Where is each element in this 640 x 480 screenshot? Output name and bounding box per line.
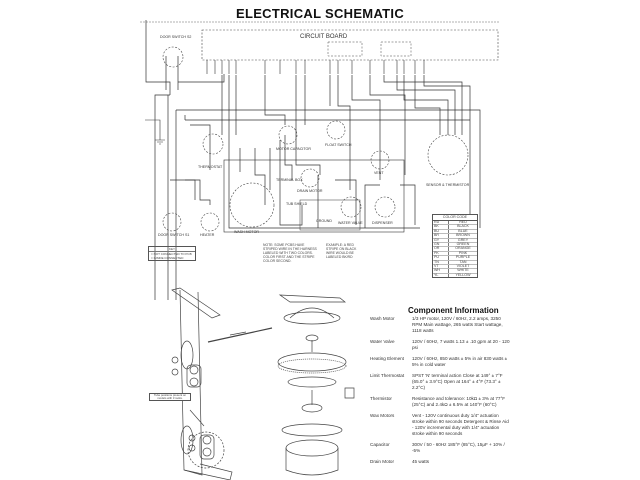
component-name: Water Valve bbox=[370, 339, 395, 344]
component-name: Drain Motor bbox=[370, 459, 394, 464]
board-connectors bbox=[206, 60, 425, 74]
tub-shield-label: TUB SHIELD bbox=[286, 202, 308, 206]
water-valve-symbol bbox=[340, 196, 362, 218]
component-name: Limit Thermostat bbox=[370, 373, 405, 378]
component-row: Capacitor 300V / 50 - 60Hz 185°F (85°C), … bbox=[370, 442, 510, 454]
component-spec: 45 watts bbox=[412, 459, 430, 464]
component-row: Limit Thermostat SPST 'N' terminal action… bbox=[370, 373, 510, 391]
key-item: = NOT CONNECTED TO PCB bbox=[151, 252, 192, 256]
component-name: Capacitor bbox=[370, 442, 390, 447]
thermostat-symbol bbox=[202, 133, 224, 155]
component-spec: 1/3 HP motor, 120V / 60Hz, 2.2 amps, 325… bbox=[412, 316, 503, 333]
float-switch-label: FLOAT SWITCH bbox=[325, 143, 352, 147]
component-name: Wash Motor bbox=[370, 316, 395, 321]
door-switch-s2-label: DOOR SWITCH S2 bbox=[160, 35, 191, 39]
component-spec: Vent - 120V continuous duty 1/4" actuati… bbox=[412, 413, 509, 436]
component-row: Heating Element 120V / 60Hz, 850 watts ± … bbox=[370, 356, 510, 368]
component-spec: 120V / 60Hz, 7 watts 1.13 ± .10 gpm at 2… bbox=[412, 339, 510, 350]
drain-motor-symbol bbox=[300, 168, 320, 188]
terminal-box-label: TERMINAL BOX bbox=[276, 178, 303, 182]
component-name: Heating Element bbox=[370, 356, 404, 361]
water-valve-label: WATER VALVE bbox=[338, 221, 363, 225]
motor-capacitor-label: MOTOR CAPACITOR bbox=[276, 147, 311, 151]
stripe-example-note: EXAMPLE: A RED STRIPE ON BLACK WIRE WOUL… bbox=[326, 243, 357, 259]
component-row: Drain Motor 45 watts bbox=[370, 459, 510, 465]
wash-motor-symbol bbox=[229, 182, 275, 228]
vertical-tube bbox=[179, 289, 203, 476]
page-title: ELECTRICAL SCHEMATIC bbox=[235, 6, 405, 21]
door-switch-s1-symbol bbox=[162, 212, 182, 232]
component-name: Wax Motors bbox=[370, 413, 395, 418]
dispenser-label: DISPENSER bbox=[372, 221, 393, 225]
float-switch-symbol bbox=[326, 120, 346, 140]
component-spec: 120V / 60Hz, 850 watts ± 5% in air 830 w… bbox=[412, 356, 508, 367]
heater-symbol bbox=[200, 212, 220, 232]
sensor-thermistor-symbol bbox=[427, 134, 469, 176]
heater-label: HEATER bbox=[200, 233, 215, 237]
component-spec: 300V / 50 - 60Hz 185°F (85°C), 15μF + 10… bbox=[412, 442, 505, 453]
door-switch-s1-label: DOOR SWITCH S1 bbox=[158, 233, 189, 237]
door-switch-s2-symbol bbox=[162, 46, 184, 68]
thermostat-label: THERMOSTAT bbox=[198, 165, 223, 169]
exploded-parts-view bbox=[171, 287, 355, 480]
wiring bbox=[145, 20, 481, 300]
component-row: Thermistor Resistance and tolerance: 10kΩ… bbox=[370, 396, 510, 408]
component-row: Water Valve 120V / 60Hz, 7 watts 1.13 ± .… bbox=[370, 339, 510, 351]
key-title: KEY bbox=[149, 247, 195, 252]
upper-tube bbox=[171, 287, 221, 319]
motor-capacitor-symbol bbox=[278, 125, 298, 145]
spray-arm-rod bbox=[207, 327, 273, 343]
component-spec: SPST 'N' terminal action Close at 149° ±… bbox=[412, 373, 503, 390]
component-row: Wash Motor 1/3 HP motor, 120V / 60Hz, 2.2… bbox=[370, 316, 510, 334]
key-item: = INSIDE CONNECTED bbox=[151, 256, 184, 260]
wash-motor-label: WASH MOTOR bbox=[234, 230, 259, 234]
tube-position-callout: Tube positions present on models with 3 … bbox=[149, 393, 191, 402]
harness-note: NOTE: SOME PCBS HAVE STRIPED WIRE IN THE… bbox=[263, 243, 317, 263]
dispenser-symbol bbox=[374, 196, 396, 218]
component-info-table: Wash Motor 1/3 HP motor, 120V / 60Hz, 2.2… bbox=[370, 316, 510, 470]
component-name: Thermistor bbox=[370, 396, 392, 401]
component-row: Wax Motors Vent - 120V continuous duty 1/… bbox=[370, 413, 510, 437]
sensor-thermistor-label: SENSOR & THERMISTOR bbox=[426, 183, 470, 187]
ground-label: GROUND bbox=[316, 219, 332, 223]
circuit-board-box bbox=[201, 29, 499, 61]
drain-motor-label: DRAIN MOTOR bbox=[297, 189, 323, 193]
color-code-title: COLOR CODE bbox=[433, 215, 477, 221]
component-spec: Resistance and tolerance: 10kΩ ± 3% at 7… bbox=[412, 396, 506, 407]
vent-label: VENT bbox=[374, 171, 384, 175]
circuit-board-label: CIRCUIT BOARD bbox=[300, 34, 348, 40]
legend-key: KEY = NOT CONNECTED TO PCB = INSIDE CONN… bbox=[148, 246, 196, 261]
ground-icon bbox=[145, 119, 165, 145]
component-info-title: Component Information bbox=[408, 306, 499, 315]
